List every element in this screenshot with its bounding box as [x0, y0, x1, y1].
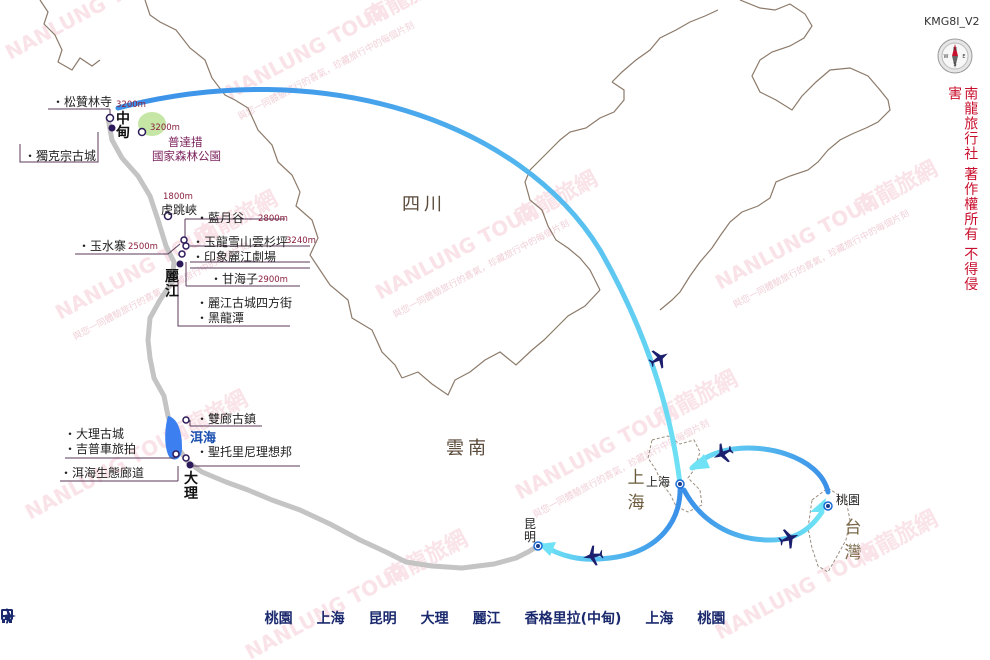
poi-lanyue-alt: 2800m — [258, 214, 288, 224]
bus-icon — [1, 609, 470, 626]
poi-yunshan-alt: 3240m — [286, 236, 316, 246]
svg-text:S: S — [953, 62, 956, 68]
city-shanghai: 上海 — [646, 475, 671, 489]
city-kunming: 昆明 — [524, 517, 537, 544]
shanghai-outline — [647, 435, 703, 513]
poi-pudacuo-alt: 3200m — [150, 123, 180, 133]
poi-yushuizhai-alt: 2500m — [128, 242, 158, 252]
map-code: KMG8I_V2 — [924, 15, 980, 28]
copyright-notice: 南龍旅行社 著作權所有 不得侵害 — [946, 86, 979, 292]
bus-icon — [1, 609, 522, 626]
bus-icon — [1, 609, 418, 626]
poi-yushuizhai: ・玉水寨 — [78, 239, 127, 253]
map-planes — [583, 350, 799, 566]
route-stop: 桃園 — [697, 611, 726, 627]
route-stop: 桃園 — [264, 611, 293, 627]
province-borders — [39, 0, 891, 396]
svg-text:E: E — [962, 54, 965, 60]
flight-taoyuan-shanghai — [689, 445, 831, 495]
region-shanghai: 上海 — [623, 468, 644, 518]
poi-jeep: ・吉普車旅拍 — [64, 442, 137, 456]
city-taoyuan: 桃園 — [836, 493, 861, 507]
route-stop: 昆明 — [368, 611, 397, 627]
poi-dukezong: ・獨克宗古城 — [24, 149, 97, 163]
route-stop: 大理 — [420, 611, 449, 627]
plane-icon — [1, 608, 366, 626]
flight-zhongdian-shanghai — [115, 87, 683, 487]
svg-text:N: N — [953, 47, 957, 53]
border-inner — [659, 247, 713, 311]
region-yunnan: 雲南 — [446, 438, 490, 459]
poi-ganhaizi: ・甘海子 — [210, 272, 259, 286]
arrowhead-shanghai-in — [690, 454, 710, 470]
flight-shanghai-kunming — [537, 481, 683, 562]
border-east — [524, 81, 625, 291]
erhai-lake — [165, 416, 182, 460]
border-far-north — [611, 9, 719, 83]
plane-icon — [583, 545, 604, 566]
city-dali: 大理 — [184, 471, 198, 503]
plane-icon — [1, 608, 314, 626]
plane-icon — [778, 529, 799, 549]
route-stop: 香格里拉(中甸) — [524, 611, 622, 627]
poi-dali-old: ・大理古城 — [64, 427, 125, 441]
poi-shuanglang: ・雙廊古鎮 — [196, 412, 257, 426]
road-route — [105, 115, 541, 571]
svg-text:W: W — [944, 54, 949, 60]
poi-santorini: ・聖托里尼理想邦 — [196, 445, 293, 459]
poi-heilong: ・黑龍潭 — [196, 311, 245, 325]
region-taiwan: 台灣 — [840, 518, 861, 568]
city-zhongdian: 中甸 — [116, 111, 130, 141]
region-sichuan: 四川 — [402, 194, 446, 215]
poi-yunshan: ・玉龍雪山雲杉坪 — [192, 235, 289, 249]
label-erhai: 洱海 — [190, 431, 217, 446]
route-stop: 上海 — [645, 611, 674, 627]
border-far-east — [711, 0, 891, 249]
poi-tiger: 虎跳峽 — [161, 203, 198, 217]
poi-markers — [105, 113, 833, 551]
poi-songzanlin: ・松贊林寺 — [52, 95, 113, 109]
poi-ganhaizi-alt: 2900m — [258, 275, 288, 285]
plane-icon — [1, 608, 642, 626]
poi-sifang: ・麗江古城四方街 — [196, 296, 293, 310]
poi-pudacuo-2: 國家森林公園 — [152, 149, 221, 163]
flight-shanghai-taoyuan — [681, 487, 825, 543]
border-sichuan-west — [144, 0, 403, 379]
poi-pudacuo-1: 普達措 — [168, 135, 203, 149]
poi-lanyue: ・藍月谷 — [196, 211, 245, 225]
border-north — [39, 0, 101, 71]
coastal-outlines — [647, 435, 851, 573]
taiwan-outline — [807, 487, 851, 573]
compass-icon: N S W E — [937, 38, 973, 74]
poi-songzanlin-alt: 3200m — [116, 100, 146, 110]
poi-leaders — [19, 108, 310, 482]
plane-icon — [1, 608, 694, 626]
route-stop: 上海 — [316, 611, 345, 627]
poi-tiger-alt: 1800m — [163, 192, 193, 202]
plane-icon — [648, 350, 668, 369]
border-yunnan-sichuan — [401, 289, 601, 396]
city-lijiang: 麗江 — [165, 269, 179, 301]
arrowhead-taoyuan-in — [810, 498, 826, 512]
route-stop: 麗江 — [472, 611, 501, 627]
poi-erhai-eco: ・洱海生態廊道 — [60, 466, 145, 480]
poi-yinxiang: ・印象麗江劇場 — [192, 250, 277, 264]
route-legend: 桃園 上海 昆明 大理 麗江 香格里拉(中甸) 上海 桃園 — [0, 608, 990, 628]
plane-icon — [713, 443, 734, 463]
